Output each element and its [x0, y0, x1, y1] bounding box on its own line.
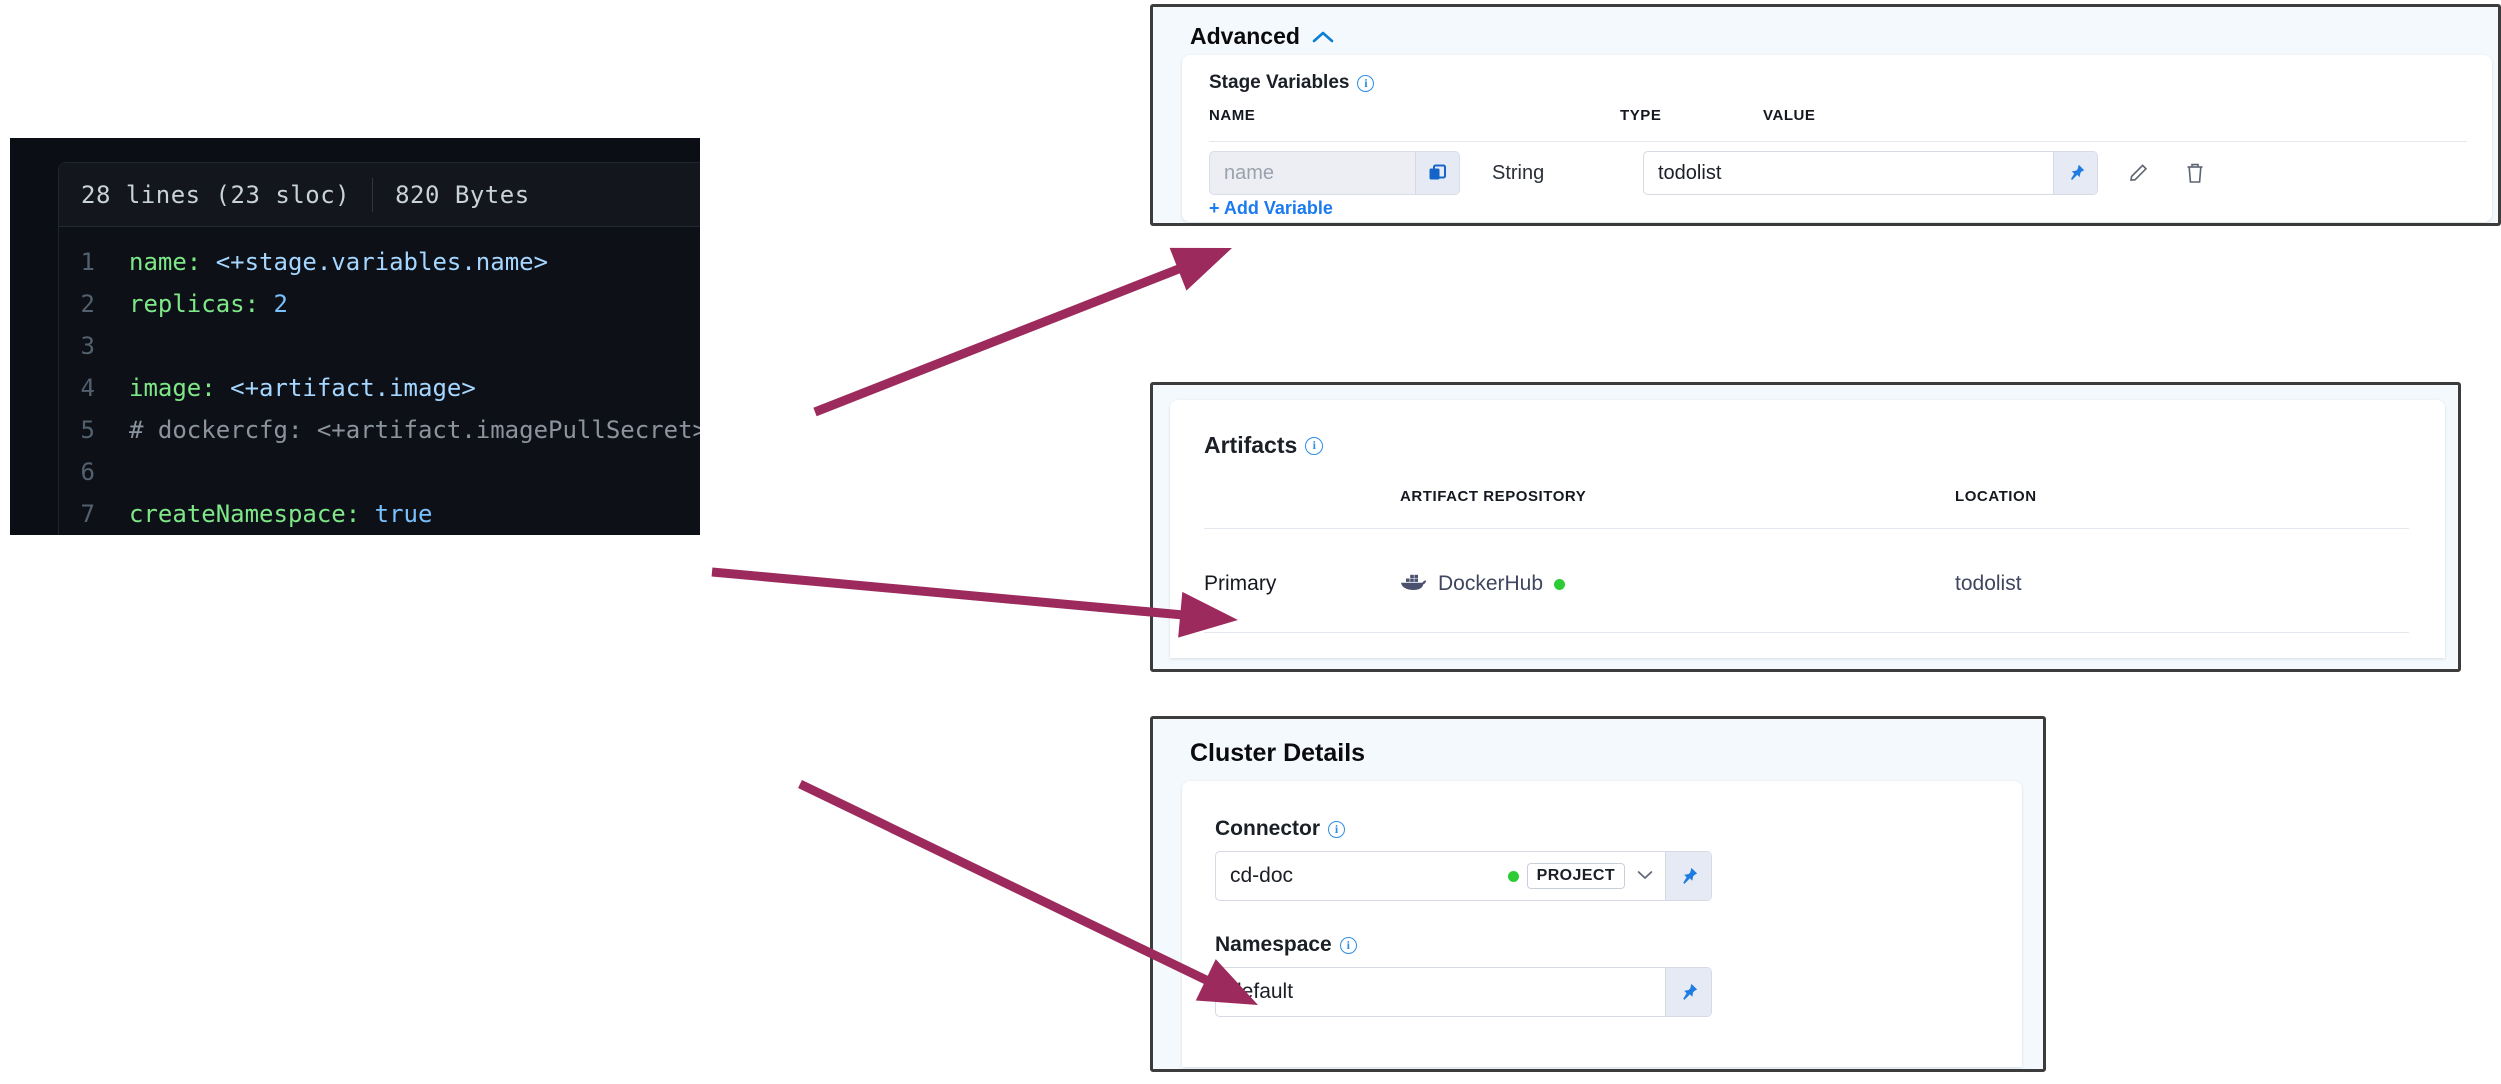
- variable-name-input[interactable]: name: [1209, 151, 1460, 195]
- stage-variables-card: Stage Variables i NAME TYPE VALUE name: [1182, 55, 2492, 222]
- cluster-details-panel: Cluster Details Connector i cd-doc PROJE…: [1150, 716, 2046, 1072]
- code-line-number: 2: [80, 290, 95, 318]
- col-header-location: LOCATION: [1955, 488, 2037, 505]
- code-line: 3: [59, 325, 700, 367]
- connector-label: Connector i: [1215, 817, 1345, 841]
- info-icon[interactable]: i: [1339, 936, 1357, 954]
- variable-value-text: todolist: [1658, 161, 1722, 184]
- code-line-number: 4: [80, 374, 95, 402]
- namespace-pin-button[interactable]: [1665, 968, 1711, 1016]
- advanced-section-header[interactable]: Advanced: [1190, 23, 1334, 50]
- pin-value-button[interactable]: [2053, 152, 2097, 194]
- artifact-location: todolist: [1955, 572, 2022, 595]
- status-dot: [1554, 578, 1566, 590]
- artifacts-panel: Artifacts i ARTIFACT REPOSITORY LOCATION…: [1150, 382, 2461, 672]
- artifact-repository-name: DockerHub: [1438, 572, 1544, 595]
- connector-input[interactable]: cd-doc PROJECT: [1215, 851, 1712, 901]
- code-file-meta: 28 lines (23 sloc) 820 Bytes: [59, 163, 700, 227]
- col-header-blank: [1204, 488, 1400, 505]
- pencil-icon: [2130, 164, 2148, 181]
- code-line-content: image: <+artifact.image>: [129, 374, 476, 402]
- artifact-row[interactable]: Primary DockerHub todolist: [1204, 554, 2409, 614]
- code-byte-size: 820 Bytes: [395, 180, 530, 209]
- pin-icon: [1683, 983, 1698, 1000]
- row-divider: [1204, 632, 2409, 633]
- code-line-number: 5: [80, 416, 95, 444]
- code-file-inner: 28 lines (23 sloc) 820 Bytes 1 name: <+st…: [58, 162, 700, 535]
- connector-status-dot: [1507, 870, 1519, 882]
- namespace-input[interactable]: default: [1215, 967, 1712, 1017]
- code-line-count: 28 lines (23 sloc): [81, 180, 351, 209]
- col-header-artifact-repository: ARTIFACT REPOSITORY: [1400, 488, 1587, 505]
- info-icon[interactable]: i: [1357, 74, 1375, 92]
- chevron-down-icon[interactable]: [1625, 867, 1665, 885]
- advanced-panel: Advanced Stage Variables i NAME TYPE VAL…: [1150, 4, 2501, 226]
- trash-icon: [2187, 163, 2203, 183]
- pin-icon: [2070, 164, 2084, 180]
- pin-icon: [1683, 867, 1698, 884]
- header-divider: [1209, 141, 2467, 142]
- namespace-label: Namespace i: [1215, 933, 1357, 957]
- chevron-up-icon[interactable]: [1312, 26, 1334, 47]
- code-lines: 1 name: <+stage.variables.name> 2 replicas:…: [59, 227, 700, 535]
- code-line: 6: [59, 451, 700, 493]
- cluster-details-card: Connector i cd-doc PROJECT Namespace i: [1182, 781, 2022, 1067]
- copy-icon-button[interactable]: [1415, 152, 1459, 194]
- connector-pin-button[interactable]: [1665, 852, 1711, 900]
- artifact-kind: Primary: [1204, 572, 1277, 595]
- info-icon[interactable]: i: [1305, 436, 1324, 455]
- cluster-details-title: Cluster Details: [1190, 739, 1366, 767]
- code-line: 7 createNamespace: true: [59, 493, 700, 535]
- code-line-content: createNamespace: true: [129, 500, 433, 528]
- docker-whale-icon: [1400, 572, 1427, 597]
- artifacts-card: Artifacts i ARTIFACT REPOSITORY LOCATION…: [1170, 400, 2445, 658]
- copy-icon: [1429, 164, 1446, 179]
- code-line-number: 3: [80, 332, 95, 360]
- code-line: 1 name: <+stage.variables.name>: [59, 241, 700, 283]
- connector-value: cd-doc: [1230, 864, 1294, 887]
- col-header-type: TYPE: [1620, 107, 1662, 124]
- code-line: 4 image: <+artifact.image>: [59, 367, 700, 409]
- code-line-number: 7: [80, 500, 95, 528]
- col-header-name: NAME: [1209, 107, 1256, 124]
- code-line: 2 replicas: 2: [59, 283, 700, 325]
- variable-value-input[interactable]: todolist: [1643, 151, 2098, 195]
- add-variable-link[interactable]: + Add Variable: [1209, 198, 1333, 218]
- code-line-number: 1: [80, 248, 95, 276]
- delete-variable-button[interactable]: [2178, 156, 2212, 190]
- code-file-viewer: 28 lines (23 sloc) 820 Bytes 1 name: <+st…: [10, 138, 700, 535]
- variable-name-value: name: [1210, 161, 1415, 185]
- artifacts-label: Artifacts i: [1204, 432, 1324, 459]
- code-line-content: # dockercfg: <+artifact.imagePullSecret>: [129, 416, 700, 444]
- connector-scope-tag[interactable]: PROJECT: [1526, 863, 1625, 889]
- variable-type-value: String: [1492, 161, 1545, 184]
- col-header-value: VALUE: [1763, 107, 1816, 124]
- code-line: 5 # dockercfg: <+artifact.imagePullSecret…: [59, 409, 700, 451]
- advanced-title: Advanced: [1190, 23, 1300, 49]
- meta-divider: [372, 177, 374, 212]
- code-line-number: 6: [80, 458, 95, 486]
- stage-variables-label: Stage Variables i: [1209, 72, 1375, 94]
- stage-variable-row: name String todolist: [1209, 151, 2467, 195]
- edit-variable-button[interactable]: [2122, 156, 2156, 190]
- code-line-content: name: <+stage.variables.name>: [129, 248, 549, 276]
- code-line-content: replicas: 2: [129, 290, 288, 318]
- info-icon[interactable]: i: [1328, 820, 1345, 838]
- namespace-value: default: [1230, 980, 1294, 1003]
- header-divider: [1204, 528, 2409, 529]
